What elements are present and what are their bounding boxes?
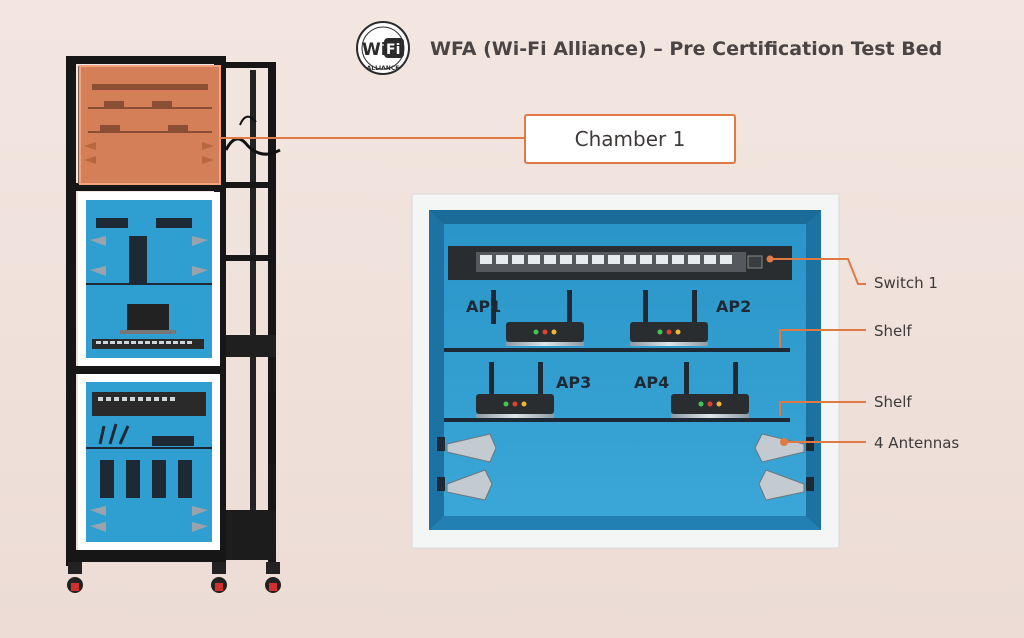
rack-chamber-2	[78, 192, 220, 366]
chamber-detail	[411, 193, 866, 549]
logo-bottom-text: ALLIANCE	[367, 65, 400, 72]
shelf-upper-label: Shelf	[874, 322, 912, 340]
shelf-lower	[444, 418, 790, 422]
rack	[66, 56, 281, 593]
chamber-1-callout: Chamber 1	[524, 114, 736, 164]
ap3-label: AP3	[556, 373, 592, 392]
router-ap4-icon	[671, 362, 749, 418]
rack-chamber-1	[78, 65, 221, 185]
network-switch-icon	[448, 246, 792, 280]
shelf-lower-label: Shelf	[874, 393, 912, 411]
antenna-panel-icon	[437, 433, 814, 501]
caster-wheel-icon	[67, 562, 281, 593]
router-ap2-icon	[630, 290, 708, 346]
logo-top-text: Wi	[362, 40, 387, 60]
page-title: WFA (Wi-Fi Alliance) – Pre Certification…	[430, 38, 943, 60]
antennas-label: 4 Antennas	[874, 434, 960, 452]
label-leader-lines	[766, 255, 866, 446]
ap4-label: AP4	[634, 373, 670, 392]
rack-chamber-3	[78, 374, 220, 550]
ap1-label: AP1	[466, 297, 502, 316]
ap2-label: AP2	[716, 297, 752, 316]
shelf-upper	[444, 348, 790, 352]
switch-label: Switch 1	[874, 274, 938, 292]
chamber-1-callout-label: Chamber 1	[574, 127, 686, 151]
wifi-alliance-logo-icon: Wi Fi ALLIANCE	[356, 21, 410, 75]
router-ap3-icon	[476, 362, 554, 418]
logo-badge-text: Fi	[386, 42, 400, 58]
router-ap1-icon	[491, 290, 584, 346]
